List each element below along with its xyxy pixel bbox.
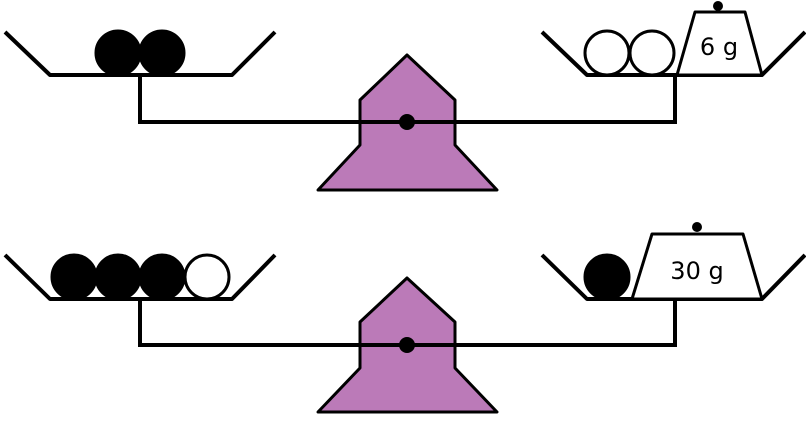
black-ball	[50, 253, 98, 301]
white-ball	[628, 29, 676, 77]
left-pan	[3, 30, 277, 77]
black-ball	[138, 253, 186, 301]
pivot	[399, 337, 415, 353]
black-ball	[138, 29, 186, 77]
weight-block: 6 g	[675, 1, 764, 77]
pivot	[399, 114, 415, 130]
left-pan	[3, 253, 277, 301]
weight-label: 30 g	[670, 257, 723, 285]
right-pan	[540, 30, 806, 77]
weight-block: 30 g	[630, 222, 764, 301]
weight-body	[630, 232, 764, 301]
weight-knob	[713, 1, 723, 11]
weight-body	[675, 10, 764, 77]
balance-scale-2: 30 g	[3, 222, 806, 414]
black-ball	[94, 253, 142, 301]
weight-knob	[692, 222, 702, 232]
weight-label: 6 g	[700, 33, 738, 61]
white-ball	[183, 253, 231, 301]
white-ball	[583, 29, 631, 77]
black-ball	[583, 253, 631, 301]
black-ball	[94, 29, 142, 77]
balance-scale-1: 6 g	[3, 1, 806, 192]
